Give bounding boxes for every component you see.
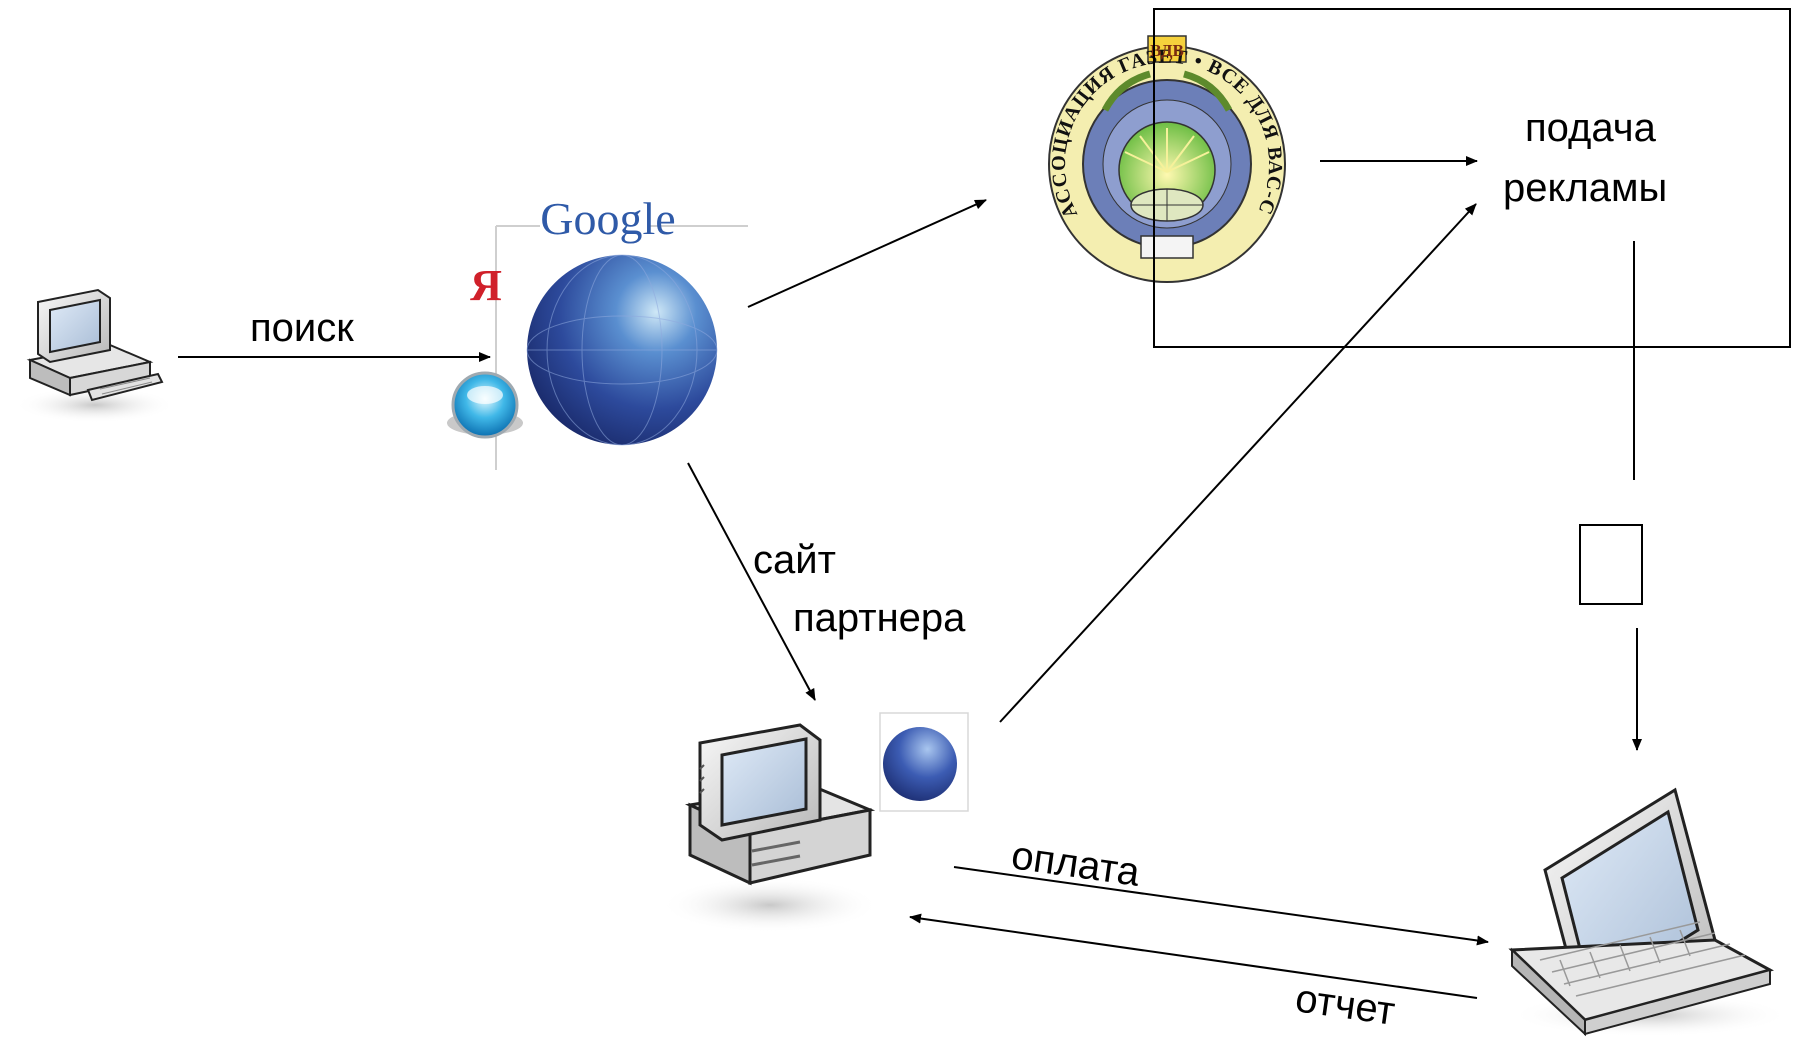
- partner-desktop-computer-icon: [660, 723, 880, 933]
- label-payment: оплата: [1009, 833, 1143, 895]
- connector-lines: [178, 156, 1642, 999]
- label-search: поиск: [250, 306, 354, 350]
- google-logo: Google: [540, 193, 675, 244]
- label-ad-submission-line2: рекламы: [1503, 166, 1668, 210]
- advertising-agency-box: [1153, 8, 1791, 348]
- search-engine-cluster: [447, 225, 748, 470]
- arrow-payment: [953, 866, 1489, 946]
- user-desktop-computer-icon: [15, 288, 175, 423]
- laptop-icon: [1508, 787, 1790, 1037]
- globe-icon: [526, 254, 718, 446]
- document-icon: [1579, 524, 1643, 605]
- yandex-logo: Я: [470, 261, 502, 310]
- label-partner-site-line1: сайт: [753, 538, 836, 582]
- partner-site-globe-icon: [879, 712, 969, 812]
- label-partner-site-line2: партнера: [793, 596, 966, 640]
- label-ad-submission-line1: подача: [1525, 106, 1656, 150]
- arrow-engine-to-seal: [747, 199, 987, 308]
- arrow-report: [909, 913, 1478, 999]
- seal-emblem: ВДВ: [1150, 41, 1184, 60]
- arrow-engine-to-partner: [687, 462, 816, 701]
- rambler-logo: [447, 371, 523, 439]
- arrow-partner-to-ad: [999, 203, 1477, 723]
